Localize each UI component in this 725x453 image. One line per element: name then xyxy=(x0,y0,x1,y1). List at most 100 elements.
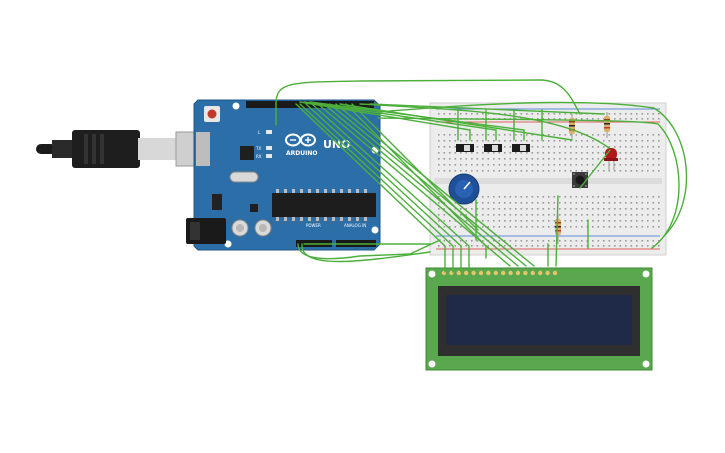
breadboard-hole xyxy=(553,152,556,154)
led-tx-label: TX xyxy=(255,146,261,151)
breadboard-hole xyxy=(504,208,506,210)
breadboard-hole xyxy=(575,118,578,120)
breadboard-hole xyxy=(493,214,495,216)
breadboard-hole xyxy=(603,140,605,142)
breadboard-hole xyxy=(630,202,633,204)
breadboard-hole xyxy=(531,226,534,228)
breadboard-hole xyxy=(504,158,506,160)
breadboard-hole xyxy=(564,220,567,222)
breadboard-hole xyxy=(487,140,490,142)
breadboard-hole xyxy=(487,214,490,216)
breadboard-hole xyxy=(509,164,512,166)
wire xyxy=(579,149,611,189)
breadboard-hole xyxy=(570,214,572,216)
breadboard-hole xyxy=(652,118,655,120)
led-icon[interactable] xyxy=(604,148,618,170)
breadboard-hole xyxy=(487,202,490,204)
breadboard-hole xyxy=(482,196,484,198)
breadboard-hole xyxy=(603,146,605,148)
breadboard-hole xyxy=(608,140,611,142)
breadboard-hole xyxy=(454,146,457,148)
resistor-icon[interactable] xyxy=(604,112,610,138)
wire xyxy=(335,103,535,267)
lcd-pin xyxy=(515,270,521,276)
breadboard-hole xyxy=(575,146,578,148)
breadboard-hole xyxy=(570,245,572,247)
breadboard-hole xyxy=(619,146,622,148)
breadboard-hole xyxy=(641,240,644,242)
breadboard-hole xyxy=(630,170,633,172)
breadboard-hole xyxy=(636,220,638,222)
breadboard-hole xyxy=(520,240,523,242)
breadboard-hole xyxy=(438,146,440,148)
arduino-uno-board[interactable]: L TX RX ARDUINO UNO xyxy=(186,99,381,251)
breadboard-hole xyxy=(559,134,561,136)
breadboard-hole xyxy=(509,146,512,148)
lcd-pin xyxy=(471,270,476,276)
lcd-16x2-display[interactable] xyxy=(425,267,653,371)
wire xyxy=(295,103,446,273)
breadboard-hole xyxy=(630,164,633,166)
breadboard-hole xyxy=(603,164,605,166)
potentiometer-icon[interactable] xyxy=(448,173,480,205)
breadboard-hole xyxy=(515,226,517,228)
breadboard-hole xyxy=(454,245,457,247)
breadboard-hole xyxy=(498,158,501,160)
breadboard-hole xyxy=(581,226,583,228)
breadboard-hole xyxy=(504,245,506,247)
breadboard-hole xyxy=(465,158,468,160)
wire xyxy=(301,243,431,263)
breadboard-hole xyxy=(636,214,638,216)
breadboard-hole xyxy=(597,214,600,216)
breadboard-hole xyxy=(526,226,528,228)
lcd-pin xyxy=(523,270,528,276)
breadboard-hole xyxy=(570,134,572,136)
breadboard-hole xyxy=(641,118,644,120)
breadboard-hole xyxy=(482,146,484,148)
breadboard-hole xyxy=(498,170,501,172)
breadboard-hole xyxy=(520,208,523,210)
breadboard-hole xyxy=(493,140,495,142)
breadboard-hole xyxy=(482,134,484,136)
breadboard-hole xyxy=(658,240,660,242)
breadboard-hole xyxy=(487,158,490,160)
breadboard-hole xyxy=(487,220,490,222)
breadboard-hole xyxy=(641,208,644,210)
breadboard-hole xyxy=(636,164,638,166)
breadboard-hole xyxy=(482,220,484,222)
breadboard-hole xyxy=(515,134,517,136)
breadboard-hole xyxy=(537,220,539,222)
breadboard-hole xyxy=(636,226,638,228)
breadboard-hole xyxy=(581,158,583,160)
breadboard-hole xyxy=(515,164,517,166)
breadboard-hole xyxy=(438,196,440,198)
breadboard-hole xyxy=(603,152,605,154)
breadboard-hole xyxy=(498,214,501,216)
breadboard-hole xyxy=(443,170,446,172)
breadboard-hole xyxy=(597,170,600,172)
breadboard-hole xyxy=(619,140,622,142)
breadboard-hole xyxy=(482,170,484,172)
slide-switch[interactable] xyxy=(512,144,530,152)
breadboard-hole xyxy=(652,134,655,136)
breadboard-hole xyxy=(443,240,446,242)
breadboard-hole xyxy=(509,226,512,228)
breadboard-hole xyxy=(564,208,567,210)
breadboard-hole xyxy=(592,208,594,210)
breadboard-hole xyxy=(487,164,490,166)
breadboard-hole xyxy=(548,170,550,172)
wire xyxy=(359,103,610,149)
breadboard-hole xyxy=(581,164,583,166)
breadboard-hole xyxy=(531,158,534,160)
breadboard-hole xyxy=(471,202,473,204)
breadboard-hole xyxy=(630,140,633,142)
usb-cable-icon[interactable] xyxy=(36,130,211,168)
breadboard-hole xyxy=(526,214,528,216)
breadboard-hole xyxy=(531,146,534,148)
breadboard-hole xyxy=(531,220,534,222)
breadboard-hole xyxy=(509,240,512,242)
breadboard-hole xyxy=(625,214,627,216)
slide-switch[interactable] xyxy=(456,144,474,152)
slide-switch[interactable] xyxy=(484,144,502,152)
breadboard-hole xyxy=(658,196,660,198)
